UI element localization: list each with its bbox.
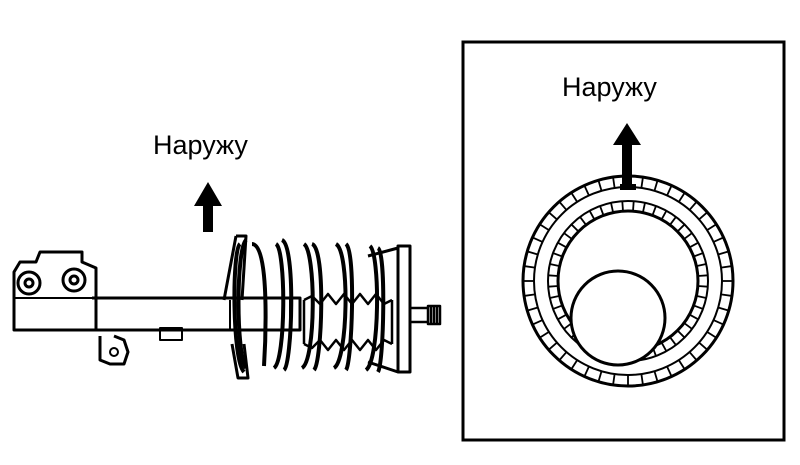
- outward-arrow-right: [613, 123, 641, 185]
- ring-inner-segment: [570, 223, 580, 233]
- ring-outer-segment: [713, 319, 724, 326]
- ring-outer-segment: [653, 370, 659, 383]
- ring-outer-segment: [526, 306, 539, 312]
- outward-label-right: Наружу: [562, 72, 657, 102]
- ring-inner-segment: [548, 274, 559, 277]
- ring-outer-segment: [706, 331, 717, 339]
- ring-outer-segment: [717, 250, 730, 256]
- ring-inner-segment: [683, 322, 693, 330]
- ring-inner-segment: [588, 210, 596, 220]
- coil-spring: [232, 238, 386, 374]
- ring-outer-segment: [583, 185, 590, 196]
- ring-outer-segment: [678, 359, 686, 370]
- strut-tube: [92, 296, 302, 341]
- ring-inner-segment: [697, 274, 708, 277]
- ring-inner-segment: [557, 241, 567, 249]
- ring-inner-segment: [632, 201, 635, 212]
- strut-assembly: [12, 234, 442, 380]
- lower-clip: [98, 334, 130, 366]
- ring-outer-segment: [612, 176, 616, 189]
- ring-outer-segment: [539, 331, 550, 339]
- ring-outer-segment: [583, 366, 590, 377]
- ring-outer-segment: [558, 351, 568, 361]
- ring-outer-segment: [717, 306, 730, 312]
- ring-outer-segment: [523, 293, 536, 297]
- mount-ring: [521, 174, 735, 388]
- ring-outer-segment: [698, 211, 708, 221]
- ring-inner-segment: [552, 252, 563, 258]
- ring-inner-segment: [621, 201, 624, 212]
- ring-inner-segment: [676, 223, 686, 233]
- ring-outer-segment: [548, 341, 558, 351]
- ring-outer-segment: [558, 201, 568, 211]
- ring-outer-segment: [706, 223, 717, 231]
- ring-outer-segment: [688, 351, 698, 361]
- center-bore: [569, 269, 667, 367]
- ring-inner-segment: [669, 336, 677, 346]
- ring-outer-segment: [570, 192, 578, 203]
- ring-inner-segment: [642, 202, 646, 213]
- ring-outer-segment: [532, 319, 543, 326]
- ring-inner-segment: [552, 304, 563, 310]
- ring-outer-segment: [666, 366, 673, 377]
- ring-inner-segment: [693, 252, 704, 258]
- ring-outer-segment: [523, 265, 536, 269]
- lower-spring-seat: [222, 234, 250, 380]
- index-mark: [620, 184, 636, 190]
- detail-frame: [461, 40, 786, 442]
- ring-inner-segment: [689, 241, 699, 249]
- ring-outer-segment: [539, 223, 550, 231]
- ring-inner-segment: [689, 313, 699, 321]
- ring-inner-segment: [669, 216, 677, 226]
- ring-outer-segment: [653, 179, 659, 192]
- ring-inner-segment: [599, 205, 605, 216]
- ring-inner-segment: [651, 205, 657, 216]
- ring-outer-segment: [548, 211, 558, 221]
- ring-outer-segment: [570, 359, 578, 370]
- ring-inner-segment: [696, 263, 707, 267]
- ring-outer-segment: [666, 185, 673, 196]
- dust-boot: [302, 292, 394, 352]
- ring-inner-segment: [579, 216, 587, 226]
- ring-inner-segment: [549, 263, 560, 267]
- ring-outer-segment: [597, 179, 603, 192]
- ring-outer-segment: [526, 250, 539, 256]
- upper-mount: [367, 244, 412, 374]
- ring-inner-segment: [548, 285, 559, 288]
- ring-outer-segment: [720, 265, 733, 269]
- ring-outer-segment: [532, 236, 543, 243]
- knuckle-bracket: [12, 250, 98, 332]
- ring-outer-segment: [720, 293, 733, 297]
- ring-inner-segment: [676, 329, 686, 339]
- ring-outer-segment: [597, 370, 603, 383]
- ring-inner-segment: [697, 285, 708, 288]
- ring-inner-segment: [563, 232, 573, 240]
- ring-outer-segment: [713, 236, 724, 243]
- ring-inner-segment: [660, 342, 668, 352]
- ring-inner-segment: [660, 210, 668, 220]
- ring-inner-segment: [549, 295, 560, 299]
- ring-inner-segment: [610, 202, 614, 213]
- ring-outer-segment: [612, 373, 616, 386]
- ring-inner-segment: [683, 232, 693, 240]
- ring-inner-segment: [557, 313, 567, 321]
- ring-outer-segment: [640, 373, 644, 386]
- ring-outer-segment: [698, 341, 708, 351]
- piston-rod: [410, 304, 442, 326]
- ring-inner-segment: [696, 295, 707, 299]
- ring-outer-segment: [688, 201, 698, 211]
- ring-inner-segment: [693, 304, 704, 310]
- outward-label-left: Наружу: [153, 130, 248, 160]
- ring-outer-segment: [678, 192, 686, 203]
- outward-arrow-left: [194, 182, 222, 232]
- ring-outer-segment: [640, 176, 644, 189]
